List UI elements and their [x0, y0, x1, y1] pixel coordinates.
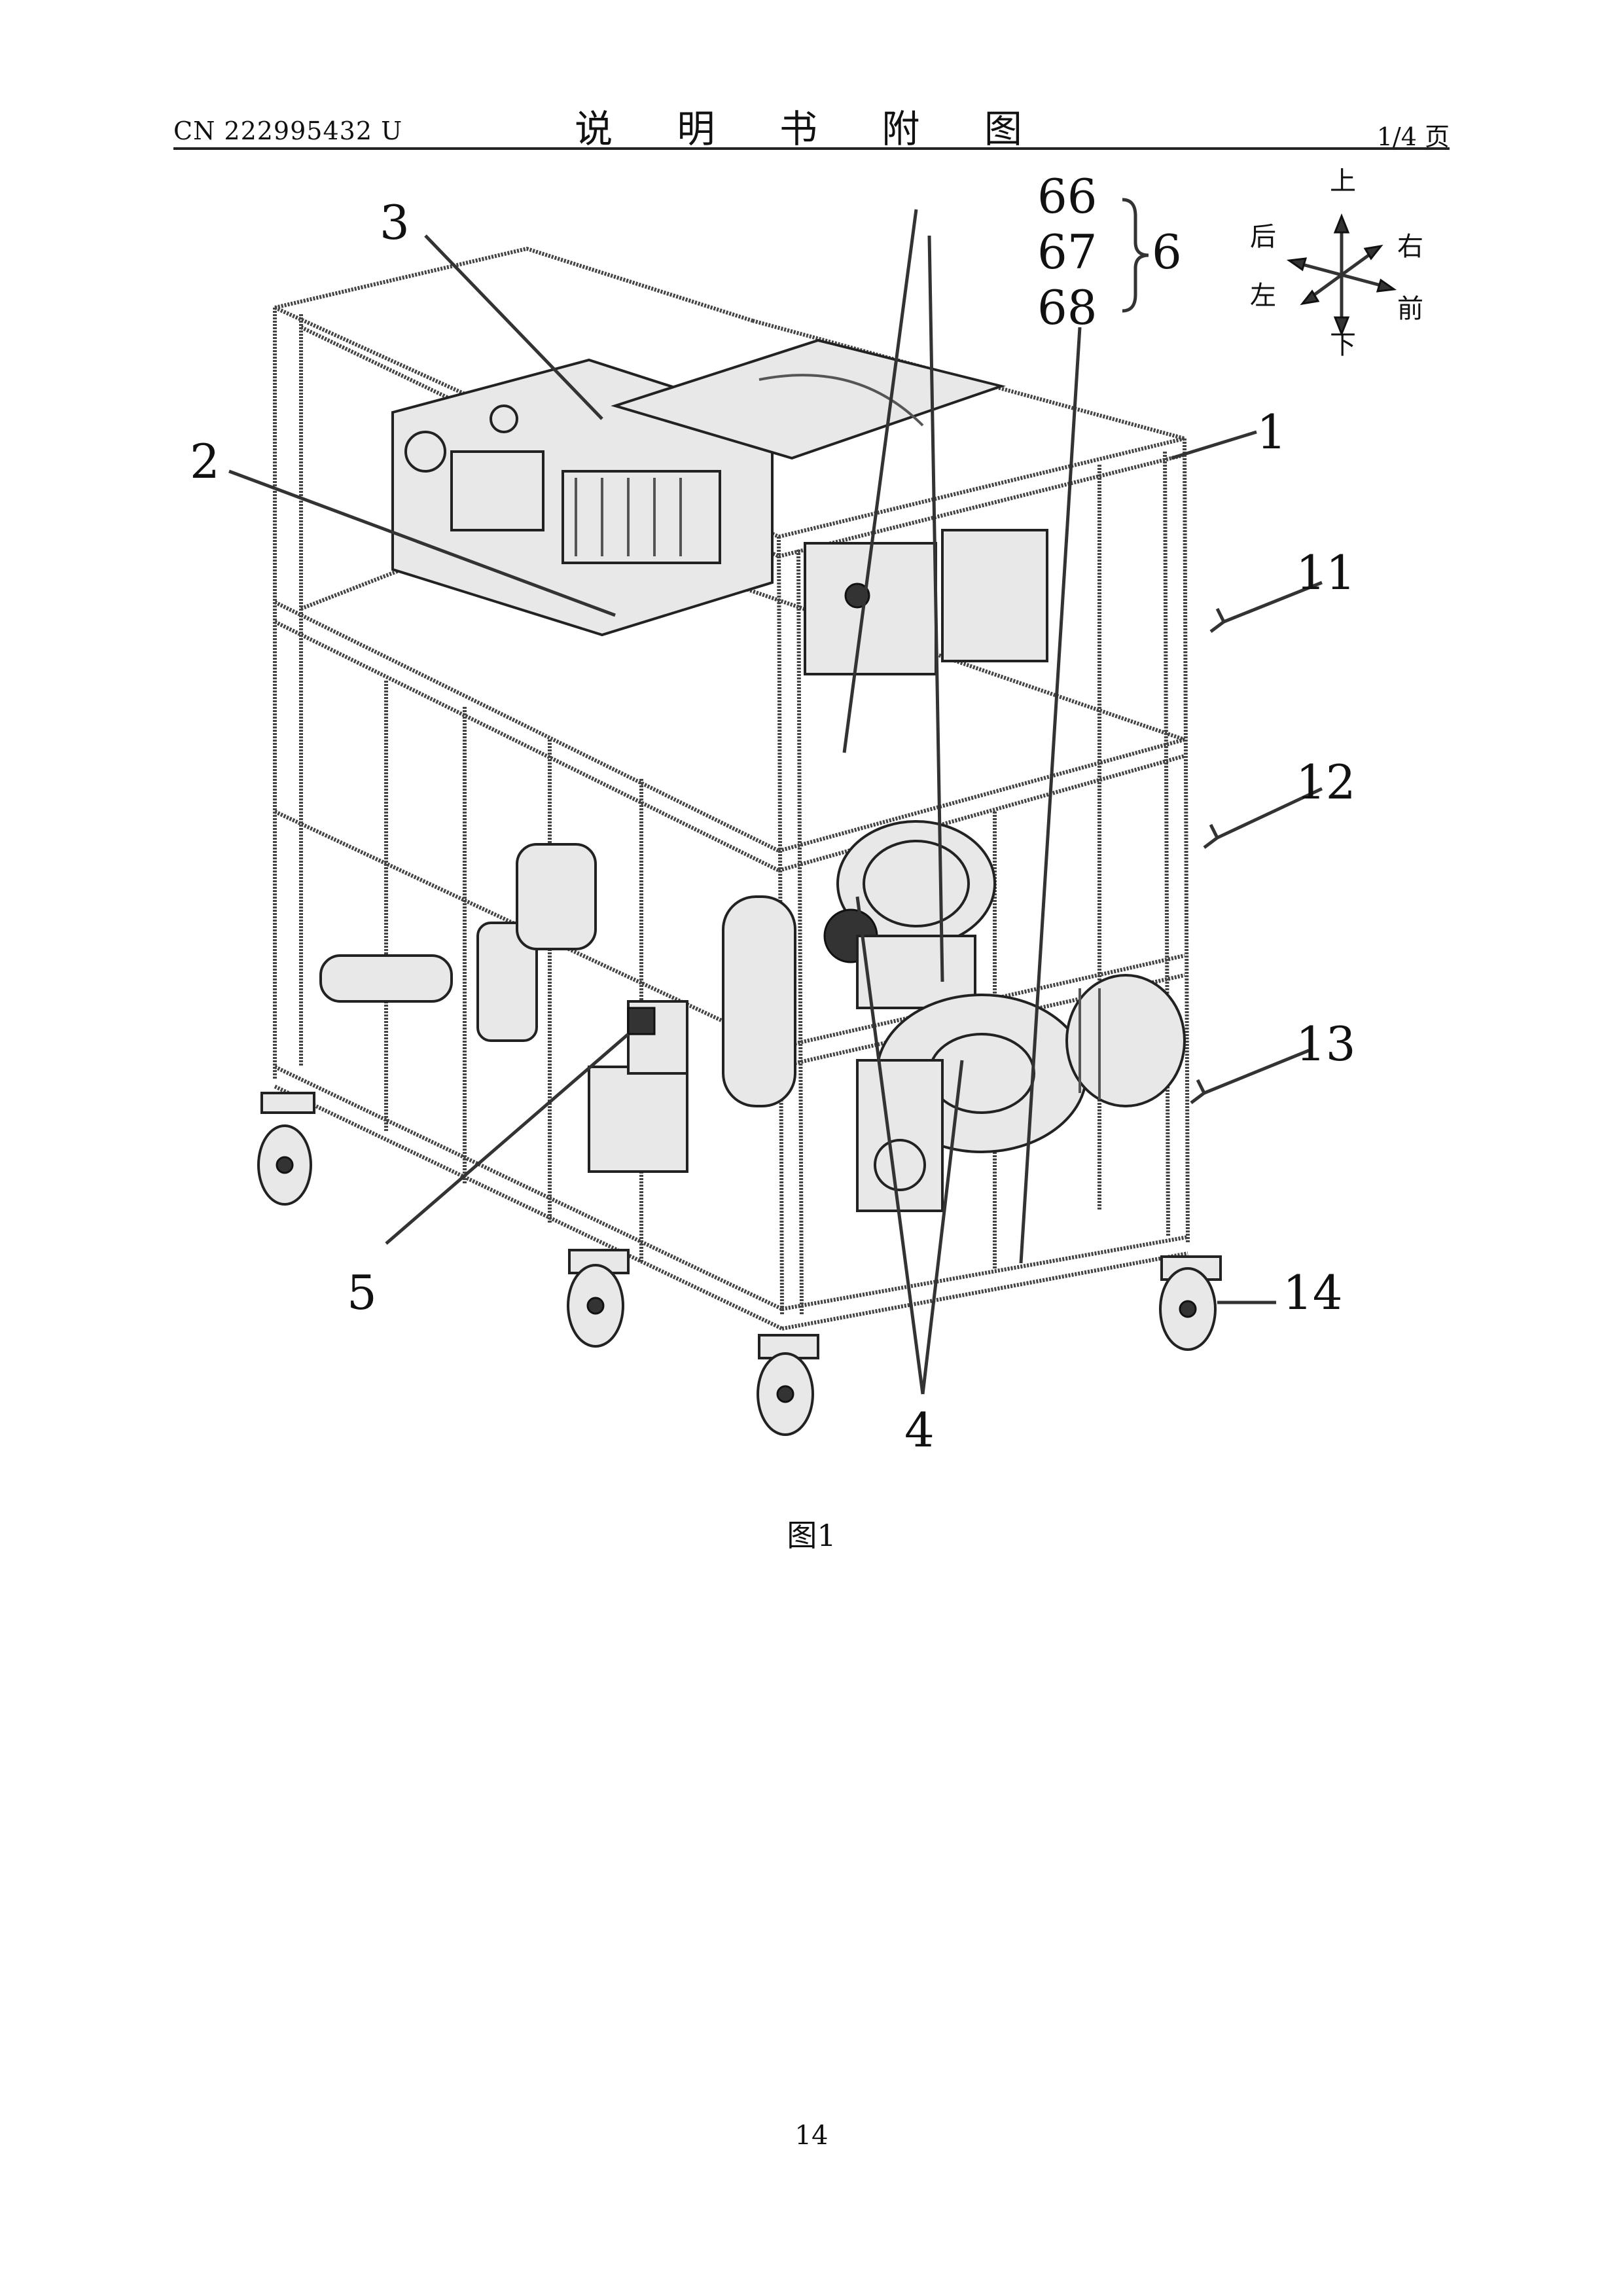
- patent-figure: 3 2 1 11 12 13 14 5 4 66 67 68 6 上 下: [170, 164, 1453, 1473]
- caster-front-left: [568, 1250, 628, 1346]
- page-title: 说 明 书 附 图: [173, 98, 1450, 153]
- equipment-rack-drawing: 3 2 1 11 12 13 14 5 4 66 67 68 6 上 下: [170, 164, 1453, 1473]
- dir-front: 前: [1397, 294, 1423, 324]
- callout-2: 2: [190, 434, 220, 489]
- callout-14: 14: [1283, 1265, 1343, 1320]
- dir-up: 上: [1330, 166, 1356, 196]
- callout-66: 66: [1037, 169, 1097, 224]
- callout-1: 1: [1257, 404, 1287, 459]
- hydrogen-block: [805, 530, 1047, 674]
- callout-5: 5: [347, 1265, 377, 1320]
- dir-left: 左: [1250, 281, 1276, 311]
- pump-unit: [589, 1001, 687, 1172]
- caster-front-right: [1160, 1257, 1221, 1350]
- casters: [259, 1093, 1221, 1435]
- figure-caption: 图1: [0, 1512, 1623, 1555]
- caster-front: [758, 1335, 818, 1435]
- callout-11: 11: [1296, 545, 1356, 600]
- header-rule: [173, 147, 1450, 150]
- dir-down: 下: [1330, 330, 1356, 360]
- left-pipes: [321, 844, 596, 1041]
- orientation-compass: 上 下 后 左 右 前: [1250, 166, 1423, 360]
- compressor-unit: [825, 821, 995, 1008]
- arrow-back-icon: [1289, 259, 1306, 270]
- page-number: 14: [0, 2121, 1623, 2151]
- blower-unit: [857, 975, 1185, 1211]
- gas-cylinder: [723, 897, 795, 1106]
- callout-4: 4: [904, 1403, 935, 1458]
- page-header: CN 222995432 U 说 明 书 附 图 1/4 页: [173, 98, 1450, 151]
- callout-6: 6: [1152, 224, 1182, 279]
- arrow-up-icon: [1335, 216, 1348, 232]
- dir-right: 右: [1397, 232, 1423, 262]
- arrow-front-icon: [1378, 280, 1394, 291]
- callout-68: 68: [1037, 280, 1097, 335]
- dir-back: 后: [1250, 222, 1276, 252]
- callout-3: 3: [380, 195, 410, 250]
- callout-12: 12: [1296, 755, 1356, 810]
- caster-rear-left: [259, 1093, 314, 1204]
- callout-13: 13: [1296, 1016, 1356, 1071]
- callout-67: 67: [1037, 224, 1097, 279]
